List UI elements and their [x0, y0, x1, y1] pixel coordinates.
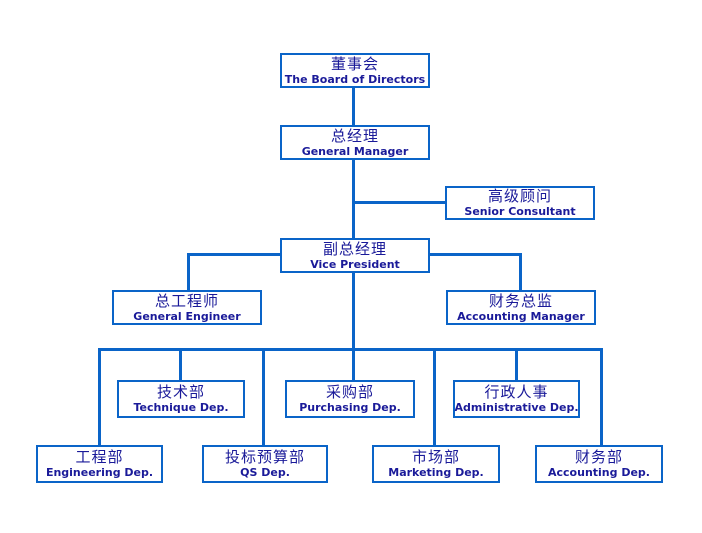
node-label-en: Accounting Dep.: [548, 466, 650, 480]
node-label-en: Administrative Dep.: [454, 401, 579, 415]
node-label-zh: 财务总监: [488, 291, 553, 310]
org-node-purchasing-dep: 采购部 Purchasing Dep.: [285, 380, 415, 418]
connector-drop-accounting: [600, 348, 603, 445]
node-label-zh: 采购部: [325, 383, 374, 402]
org-node-general-manager: 总经理 General Manager: [280, 125, 430, 160]
connector-vp-acctmgr-v: [519, 253, 522, 290]
node-label-zh: 总经理: [330, 126, 379, 145]
connector-drop-marketing: [433, 348, 436, 445]
connector-vp-engineer-v: [187, 253, 190, 290]
connector-drop-qs: [262, 348, 265, 445]
org-node-accounting-manager: 财务总监 Accounting Manager: [446, 290, 596, 325]
node-label-zh: 行政人事: [484, 383, 549, 402]
node-label-zh: 投标预算部: [224, 448, 305, 467]
org-node-board-of-directors: 董事会 The Board of Directors: [280, 53, 430, 88]
org-node-general-engineer: 总工程师 General Engineer: [112, 290, 262, 325]
node-label-en: Marketing Dep.: [388, 466, 484, 480]
node-label-en: QS Dep.: [240, 466, 290, 480]
org-node-senior-consultant: 高级顾问 Senior Consultant: [445, 186, 595, 220]
connector-department-bus: [98, 348, 603, 351]
node-label-en: Senior Consultant: [464, 205, 576, 219]
node-label-zh: 总工程师: [154, 291, 219, 310]
connector-drop-engineering: [98, 348, 101, 445]
node-label-zh: 市场部: [411, 448, 460, 467]
connector-vp-acctmgr-h: [430, 253, 522, 256]
node-label-en: Purchasing Dep.: [299, 401, 401, 415]
org-node-administrative-dep: 行政人事 Administrative Dep.: [453, 380, 580, 418]
org-node-engineering-dep: 工程部 Engineering Dep.: [36, 445, 163, 483]
node-label-en: Engineering Dep.: [45, 466, 154, 480]
node-label-en: Technique Dep.: [133, 401, 229, 415]
connector-gm-consultant: [355, 201, 445, 204]
node-label-en: Vice President: [310, 257, 400, 271]
org-node-vice-president: 副总经理 Vice President: [280, 238, 430, 273]
node-label-en: General Manager: [301, 144, 409, 158]
org-node-accounting-dep: 财务部 Accounting Dep.: [535, 445, 663, 483]
connector-board-gm: [352, 88, 355, 125]
org-node-technique-dep: 技术部 Technique Dep.: [117, 380, 245, 418]
node-label-zh: 副总经理: [322, 239, 387, 258]
node-label-zh: 工程部: [75, 448, 124, 467]
connector-drop-administrative: [515, 348, 518, 380]
node-label-zh: 董事会: [330, 54, 379, 73]
connector-drop-technique: [179, 348, 182, 380]
connector-vp-bus: [352, 273, 355, 348]
connector-drop-purchasing: [352, 348, 355, 380]
node-label-zh: 高级顾问: [487, 187, 552, 206]
node-label-zh: 财务部: [574, 448, 623, 467]
connector-vp-engineer-h: [187, 253, 280, 256]
node-label-en: Accounting Manager: [457, 309, 585, 323]
node-label-en: General Engineer: [133, 309, 241, 323]
node-label-zh: 技术部: [156, 383, 205, 402]
connector-gm-vp: [352, 160, 355, 238]
org-node-qs-dep: 投标预算部 QS Dep.: [202, 445, 328, 483]
node-label-en: The Board of Directors: [284, 72, 426, 86]
org-node-marketing-dep: 市场部 Marketing Dep.: [372, 445, 500, 483]
